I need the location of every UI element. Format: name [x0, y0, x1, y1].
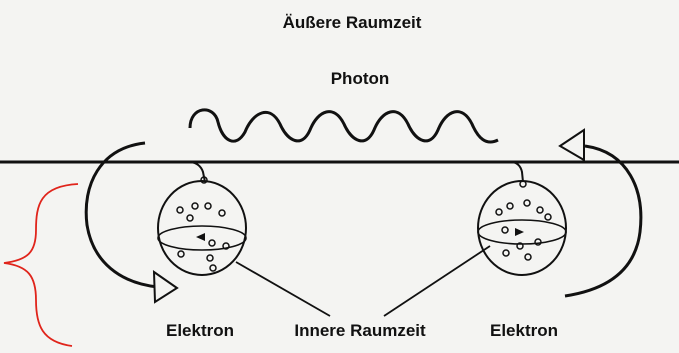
- leader-line-left: [236, 262, 330, 316]
- title-outer-spacetime: Äußere Raumzeit: [283, 13, 422, 32]
- right-electron-sphere: [478, 181, 566, 275]
- electron-label-left: Elektron: [166, 321, 234, 340]
- right-connector: [512, 162, 523, 182]
- photon-wave: [190, 110, 498, 142]
- left-connector: [190, 162, 205, 182]
- right-loop-arrow: [565, 146, 641, 296]
- red-curly-brace: [4, 184, 78, 346]
- leader-line-right: [384, 246, 490, 316]
- electron-label-right: Elektron: [490, 321, 558, 340]
- left-electron-sphere: [158, 177, 246, 275]
- inner-spacetime-label: Innere Raumzeit: [294, 321, 426, 340]
- photon-label: Photon: [331, 69, 390, 88]
- right-arrowhead: [560, 130, 584, 160]
- left-sphere-particles: [177, 177, 229, 271]
- left-loop-arrow: [86, 143, 158, 287]
- left-arrowhead: [154, 272, 177, 302]
